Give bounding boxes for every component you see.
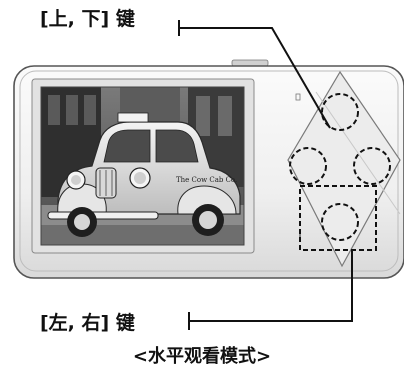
device-bezel bbox=[19, 70, 399, 272]
callout-line-left-right bbox=[189, 250, 353, 322]
status-mark bbox=[295, 93, 301, 101]
up-down-key-label: [上, 下] 键 bbox=[40, 8, 135, 30]
dpad-diamond bbox=[287, 70, 401, 268]
photo-border bbox=[40, 86, 245, 246]
mode-caption: <水平观看模式> bbox=[132, 346, 272, 367]
right-key-icon[interactable] bbox=[353, 147, 391, 185]
up-key-icon[interactable] bbox=[321, 93, 359, 131]
callout-line-up-down bbox=[179, 27, 331, 129]
door-sign-text: The Cow Cab Co. bbox=[176, 176, 237, 184]
left-key-icon[interactable] bbox=[289, 147, 327, 185]
down-key-icon[interactable] bbox=[321, 203, 359, 241]
screen-photo: The Cow Cab Co. bbox=[41, 87, 244, 245]
left-right-key-label: [左, 右] 键 bbox=[40, 312, 135, 334]
dpad-highlight bbox=[315, 91, 401, 215]
left-right-highlight-box bbox=[299, 185, 377, 251]
top-hold-button bbox=[231, 59, 269, 67]
